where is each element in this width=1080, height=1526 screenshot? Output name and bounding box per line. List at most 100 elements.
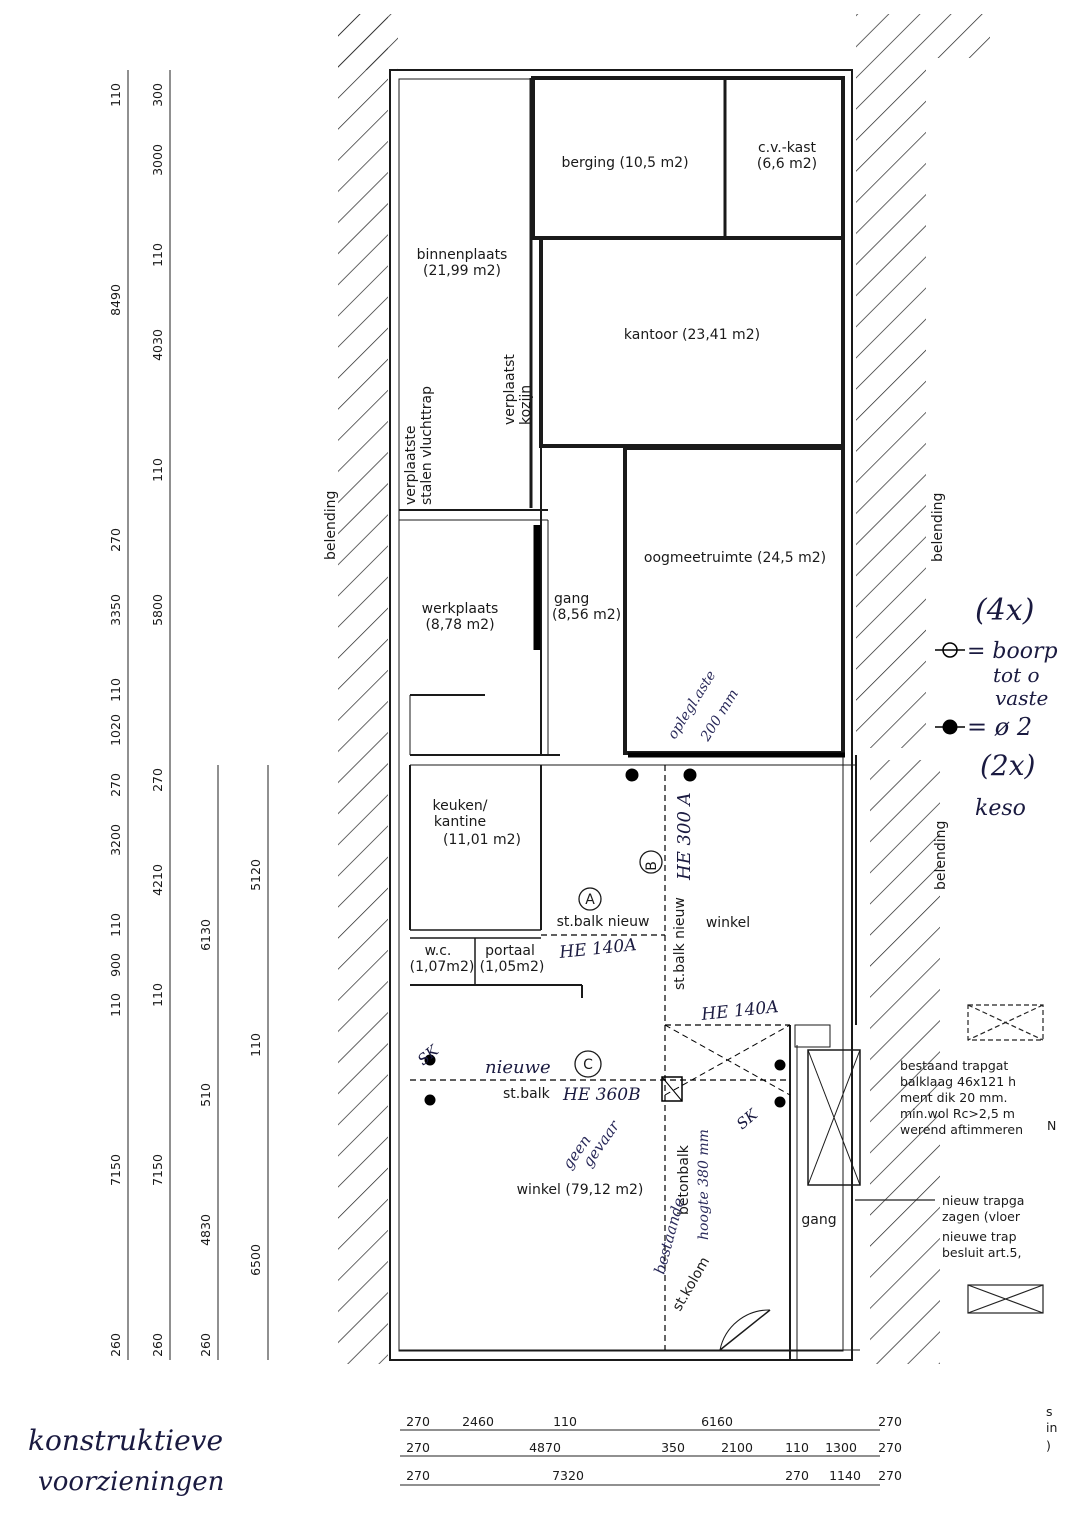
note-trapgat-n: N <box>1047 1118 1056 1133</box>
note-newtrap-1: nieuw trapga <box>942 1193 1024 1208</box>
label-belending-right-top: belending <box>930 493 946 562</box>
room-binnenplaats: binnenplaats <box>417 247 508 263</box>
room-winkel-main: winkel (79,12 m2) <box>517 1182 644 1198</box>
margin-s: s <box>1046 1404 1053 1419</box>
dim-vertical-col2-8: 110 <box>150 983 165 1007</box>
dim-vertical-col2-10: 260 <box>150 1333 165 1357</box>
dim-vertical-col1-7: 3200 <box>108 824 123 856</box>
dim-vertical-col1-2: 270 <box>108 528 123 552</box>
dim-horizontal-row2-3: 2100 <box>721 1440 753 1455</box>
label-kozijn: kozijn <box>518 385 534 425</box>
anchor-sk-left: SK <box>414 1041 443 1069</box>
dim-vertical-col2-7: 4210 <box>150 864 165 896</box>
room-keuken-area: (11,01 m2) <box>443 832 521 848</box>
dim-horizontal-row2-6: 270 <box>878 1440 902 1455</box>
room-wc-area: (1,07m2) <box>410 959 475 975</box>
room-wc: w.c. <box>425 943 452 959</box>
room-gang-lower: gang <box>801 1212 836 1228</box>
dim-vertical-col4-0: 5120 <box>248 859 263 891</box>
dim-vertical-col2-1: 3000 <box>150 144 165 176</box>
dim-vertical-col3-2: 4830 <box>198 1214 213 1246</box>
vertical-dimensions: 1108490270335011010202703200110900110715… <box>108 83 263 1357</box>
dim-horizontal-row2-0: 270 <box>406 1440 430 1455</box>
legend-count-2x: (2x) <box>980 749 1035 782</box>
dim-vertical-col3-1: 510 <box>198 1083 213 1107</box>
legend-line2: = ø 2 <box>967 713 1032 741</box>
dim-vertical-col1-1: 8490 <box>108 284 123 316</box>
room-winkel-upper: winkel <box>706 915 750 931</box>
legend-line1b: tot o <box>993 663 1040 687</box>
room-portaal: portaal <box>485 943 535 959</box>
note-trapgat-5: werend aftimmeren <box>900 1122 1023 1137</box>
dim-horizontal-row1-1: 2460 <box>462 1414 494 1429</box>
room-gang-upper: gang <box>554 591 589 607</box>
room-cv-kast-area: (6,6 m2) <box>757 156 817 172</box>
dim-vertical-col2-2: 110 <box>150 243 165 267</box>
note-trapgat-1: bestaand trapgat <box>900 1058 1008 1073</box>
kolom-label: st.kolom <box>670 1254 714 1314</box>
dim-vertical-col1-10: 110 <box>108 993 123 1017</box>
dim-vertical-col3-3: 260 <box>198 1333 213 1357</box>
note-trapgat-2: balklaag 46x121 h <box>900 1074 1016 1089</box>
dim-vertical-col2-6: 270 <box>150 768 165 792</box>
label-verplaatst-kozijn: verplaatst <box>502 354 518 425</box>
room-kantoor: kantoor (23,41 m2) <box>624 327 760 343</box>
caption-line1: konstruktieve <box>28 1424 223 1457</box>
anchor-symbols <box>424 642 965 1108</box>
dim-horizontal-row3-3: 1140 <box>829 1468 861 1483</box>
legend-line1a: = boorp <box>967 639 1058 664</box>
dim-horizontal-row2-1: 4870 <box>529 1440 561 1455</box>
beam-c-new: nieuwe <box>485 1057 551 1078</box>
room-cv-kast: c.v.-kast <box>758 140 817 156</box>
dim-vertical-col2-4: 110 <box>150 458 165 482</box>
dim-horizontal-row3-1: 7320 <box>552 1468 584 1483</box>
room-werkplaats: werkplaats <box>422 601 499 617</box>
beam-b-label: st.balk nieuw <box>672 897 688 990</box>
label-belending-right-bottom: belending <box>933 821 949 890</box>
margin-paren: ) <box>1046 1438 1051 1453</box>
dim-horizontal-row2-5: 1300 <box>825 1440 857 1455</box>
dim-horizontal-row3-4: 270 <box>878 1468 902 1483</box>
room-keuken: keuken/ <box>433 798 488 814</box>
dim-vertical-col1-12: 260 <box>108 1333 123 1357</box>
beam-c-label: st.balk <box>503 1086 551 1102</box>
legend-line1c: vaste <box>995 686 1048 710</box>
room-oogmeetruimte: oogmeetruimte (24,5 m2) <box>644 550 826 566</box>
room-gang-upper-area: (8,56 m2) <box>552 607 621 623</box>
dim-vertical-col1-3: 3350 <box>108 594 123 626</box>
beam-a-marker: A <box>585 892 595 908</box>
beam-b-marker: B <box>644 861 660 871</box>
dim-vertical-col1-4: 110 <box>108 678 123 702</box>
dim-horizontal-row3-0: 270 <box>406 1468 430 1483</box>
legend-count-4x: (4x) <box>975 593 1034 628</box>
beam-c-profile: HE 360B <box>562 1085 641 1105</box>
caption-line2: voorzieningen <box>38 1467 224 1497</box>
margin-in: in <box>1046 1420 1057 1435</box>
label-verplaatste: verplaatste <box>403 426 419 505</box>
dim-vertical-col2-3: 4030 <box>150 329 165 361</box>
dim-horizontal-row1-3: 6160 <box>701 1414 733 1429</box>
note-newtrap-4: besluit art.5, <box>942 1245 1021 1260</box>
anchor-sk-right: SK <box>733 1105 762 1133</box>
dim-vertical-col1-0: 110 <box>108 83 123 107</box>
dim-vertical-col1-5: 1020 <box>108 714 123 746</box>
dim-horizontal-row1-0: 270 <box>406 1414 430 1429</box>
dim-horizontal-row1-4: 270 <box>878 1414 902 1429</box>
dim-horizontal-row3-2: 270 <box>785 1468 809 1483</box>
room-kantine: kantine <box>434 814 486 830</box>
beam-c-marker: C <box>583 1057 593 1073</box>
beam-a-profile: HE 140A <box>557 935 637 963</box>
steel-members <box>410 525 845 1350</box>
note-newtrap-2: zagen (vloer <box>942 1209 1021 1224</box>
neighbour-hatching <box>338 14 990 1364</box>
dim-vertical-col4-2: 6500 <box>248 1244 263 1276</box>
beam-a-label: st.balk nieuw <box>557 914 650 930</box>
dim-vertical-col2-5: 5800 <box>150 594 165 626</box>
label-stalen-vluchttrap: stalen vluchttrap <box>419 386 435 505</box>
legend-boxes <box>855 1004 1044 1314</box>
dim-horizontal-row1-2: 110 <box>553 1414 577 1429</box>
room-berging: berging (10,5 m2) <box>561 155 688 171</box>
building-walls <box>389 69 861 1361</box>
